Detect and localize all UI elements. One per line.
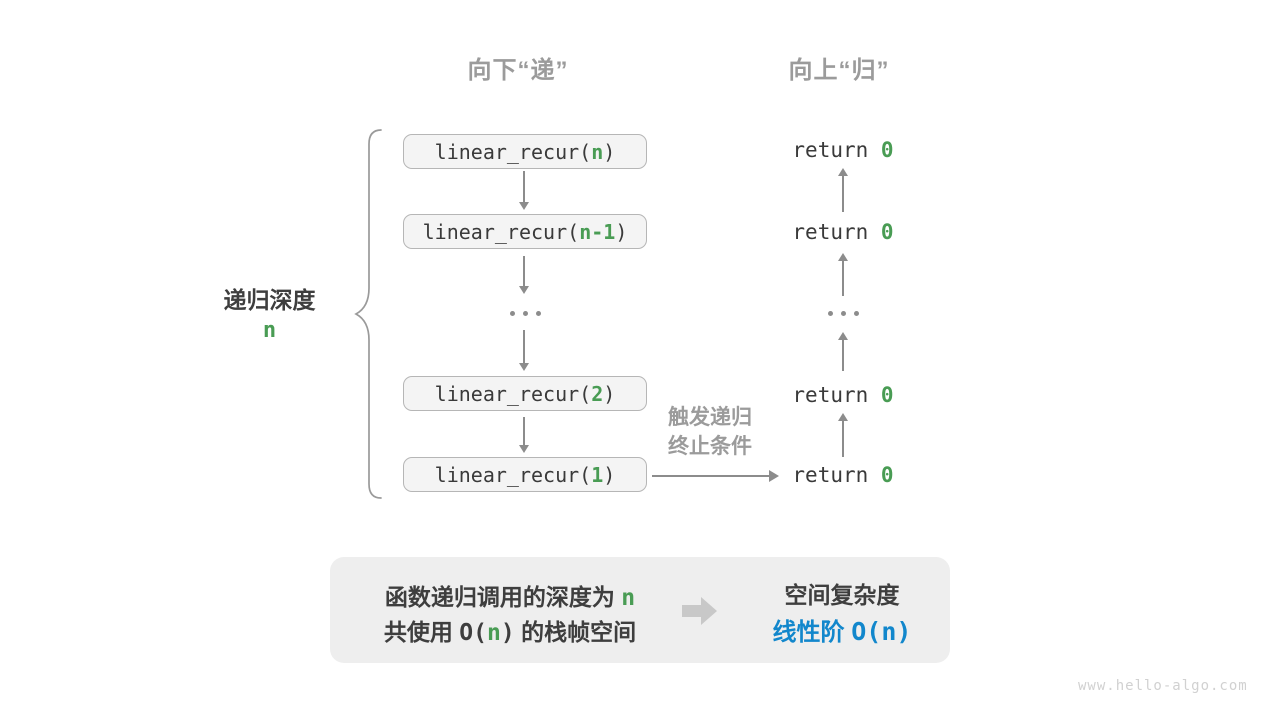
return-value: 0 bbox=[880, 463, 894, 487]
watermark: www.hello-algo.com bbox=[1078, 678, 1248, 694]
space-complexity-result: 线性阶 O(n) bbox=[742, 612, 942, 647]
summary-line2: 共使用 O(n) 的栈帧空间 bbox=[340, 613, 680, 647]
return-keyword: return bbox=[792, 383, 881, 407]
call-text: ) bbox=[603, 462, 616, 487]
ellipsis-icon bbox=[505, 309, 545, 317]
call-box-n: linear_recur(n) bbox=[403, 134, 647, 169]
call-text: ) bbox=[603, 139, 616, 164]
left-brace-icon bbox=[354, 129, 382, 499]
up-arrow-icon bbox=[837, 332, 849, 371]
termination-note-line1: 触发递归 bbox=[668, 406, 752, 429]
recursion-depth-value: n bbox=[262, 318, 277, 343]
complexity-notation: O(n) bbox=[851, 617, 912, 646]
summary-line2-label: 共使用 bbox=[383, 619, 460, 645]
space-complexity-title: 空间复杂度 bbox=[784, 582, 900, 608]
summary-line2-rest: 的栈帧空间 bbox=[514, 619, 637, 645]
complexity-order-label: 线性阶 bbox=[772, 619, 852, 646]
call-text: linear_recur( bbox=[434, 462, 592, 487]
right-arrow-icon bbox=[652, 470, 779, 482]
call-arg: n bbox=[591, 139, 604, 164]
call-arg: 2 bbox=[591, 381, 604, 406]
block-arrow-icon bbox=[682, 597, 717, 625]
call-text: linear_recur( bbox=[434, 139, 592, 164]
up-arrow-icon bbox=[837, 168, 849, 212]
call-text: ) bbox=[615, 219, 628, 244]
return-value: 0 bbox=[880, 383, 894, 407]
big-o-close: ) bbox=[500, 620, 515, 646]
return-keyword: return bbox=[792, 463, 881, 487]
down-arrow-icon bbox=[518, 256, 530, 294]
return-keyword: return bbox=[792, 220, 881, 244]
down-arrow-icon bbox=[518, 417, 530, 453]
summary-panel bbox=[330, 557, 950, 663]
call-box-1: linear_recur(1) bbox=[403, 457, 647, 492]
call-text: linear_recur( bbox=[434, 381, 592, 406]
return-keyword: return bbox=[792, 138, 881, 162]
summary-line1: 函数递归调用的深度为 n bbox=[340, 578, 680, 612]
return-value: 0 bbox=[880, 138, 894, 162]
return-label: return 0 bbox=[763, 383, 923, 407]
call-box-n-1: linear_recur(n-1) bbox=[403, 214, 647, 249]
return-label: return 0 bbox=[763, 220, 923, 244]
call-arg: n-1 bbox=[579, 219, 616, 244]
return-label: return 0 bbox=[763, 138, 923, 162]
termination-condition-note: 触发递归 终止条件 bbox=[645, 403, 775, 461]
big-o-open: O( bbox=[459, 620, 487, 646]
termination-note-line2: 终止条件 bbox=[668, 435, 752, 458]
up-arrow-icon bbox=[837, 253, 849, 296]
summary-line1-text: 函数递归调用的深度为 bbox=[384, 584, 622, 610]
ascend-column-header: 向上“归” bbox=[788, 57, 890, 84]
summary-line2-value: n bbox=[486, 620, 501, 646]
descend-column-header: 向下“递” bbox=[467, 57, 569, 84]
recursion-depth-label: 递归深度 bbox=[223, 287, 316, 313]
call-text: linear_recur( bbox=[422, 219, 580, 244]
return-label: return 0 bbox=[763, 463, 923, 487]
down-arrow-icon bbox=[518, 171, 530, 210]
call-box-2: linear_recur(2) bbox=[403, 376, 647, 411]
down-arrow-icon bbox=[518, 330, 530, 371]
return-value: 0 bbox=[880, 220, 894, 244]
up-arrow-icon bbox=[837, 413, 849, 457]
summary-line1-value: n bbox=[621, 585, 636, 611]
ellipsis-icon bbox=[823, 309, 863, 317]
call-arg: 1 bbox=[591, 462, 604, 487]
call-text: ) bbox=[603, 381, 616, 406]
